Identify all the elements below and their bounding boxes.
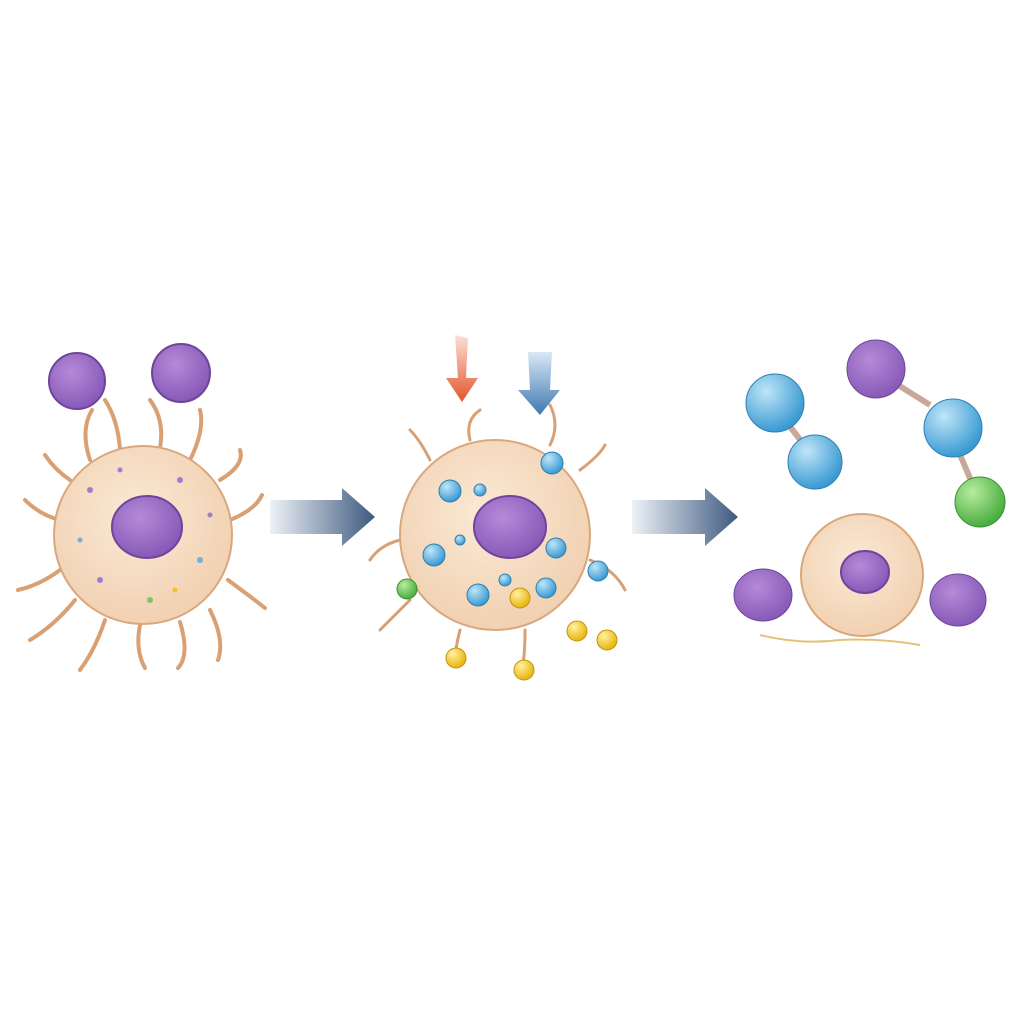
arrow-down-icon <box>446 335 478 402</box>
nucleus <box>111 495 183 559</box>
immune-cell <box>787 434 843 490</box>
immune-cell <box>846 339 906 399</box>
immune-cell <box>48 352 106 410</box>
debris <box>759 634 921 646</box>
immune-cell <box>923 398 983 458</box>
immune-cell <box>954 476 1006 528</box>
vesicles <box>396 451 618 681</box>
immune-cell <box>929 573 987 627</box>
immune-cell <box>745 373 805 433</box>
arrow-right-icon <box>632 488 738 546</box>
arrow-right-icon <box>270 488 375 546</box>
nucleus <box>840 550 890 594</box>
panel-immune-response <box>733 339 1006 646</box>
immune-cell <box>733 568 793 622</box>
cytoplasm-particles <box>77 467 213 603</box>
panel-resting-cell <box>16 343 267 672</box>
nucleus <box>473 495 547 559</box>
tendrils <box>16 398 267 672</box>
arrow-down-icon <box>518 352 560 415</box>
immune-cell <box>151 343 211 403</box>
panel-stimulated-cell <box>368 335 627 681</box>
